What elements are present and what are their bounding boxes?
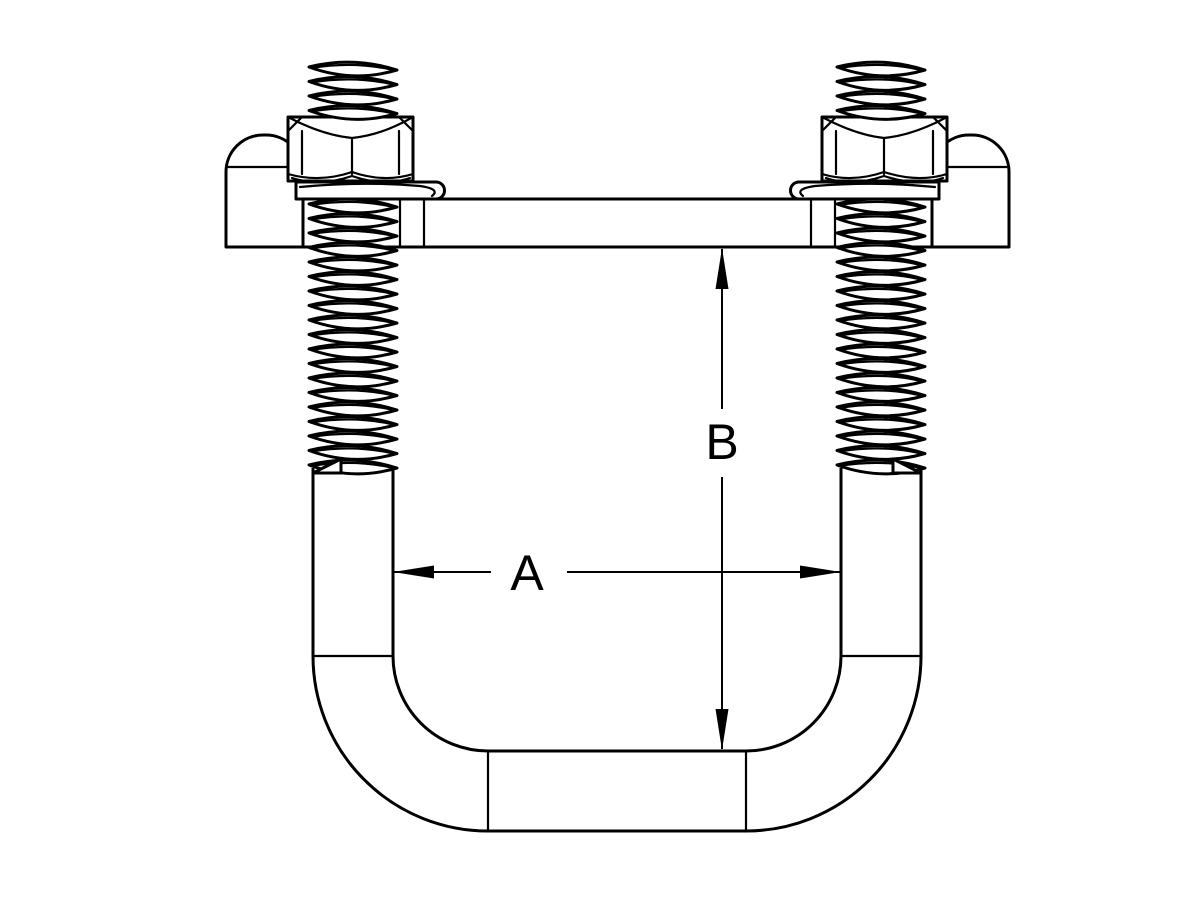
thread-coil	[835, 270, 927, 287]
left-hex-nut	[286, 115, 415, 184]
nut-bottom-chamfer-wave	[286, 170, 415, 180]
thread-coil	[307, 357, 399, 374]
dimension-a: A	[393, 545, 841, 601]
thread-coil	[835, 89, 927, 107]
left-bolt-upper-threads	[307, 60, 399, 121]
thread-coil	[307, 342, 399, 360]
thread-coil	[307, 313, 399, 331]
dimension-b-label: B	[705, 414, 738, 470]
thread-coil	[307, 415, 399, 432]
nut-corner-chamfer	[286, 115, 304, 133]
thread-coil	[307, 255, 399, 273]
right-flange-washer	[789, 180, 941, 201]
dimension-b-arrowhead-top	[715, 248, 729, 289]
thread-coil	[835, 357, 927, 374]
u-bend-outer-curve	[311, 655, 923, 833]
thread-coil	[835, 400, 927, 418]
thread-coil	[835, 371, 927, 389]
washer-flange-curve	[298, 182, 436, 198]
nut-corner-chamfer	[397, 115, 415, 133]
thread-coil	[307, 371, 399, 389]
right-saddle-block	[930, 133, 1011, 249]
thread-coil	[835, 444, 927, 461]
right-hex-nut	[820, 115, 949, 184]
thread-coil	[307, 60, 399, 78]
thread-coil	[307, 444, 399, 461]
thread-coil	[835, 313, 927, 331]
thread-coil	[835, 255, 927, 273]
thread-coil	[835, 328, 927, 345]
thread-coil	[307, 400, 399, 418]
left-flange-washer	[294, 180, 446, 201]
thread-coil	[307, 429, 399, 447]
u-bend	[311, 468, 923, 833]
nut-corner-chamfer	[931, 115, 949, 133]
thread-coil	[835, 60, 927, 78]
washer-body	[294, 180, 446, 201]
thread-coil	[307, 386, 399, 403]
dimension-a-label: A	[510, 545, 544, 601]
thread-coil	[835, 75, 927, 92]
thread-coil	[307, 270, 399, 287]
washer-flange-curve	[799, 182, 937, 198]
thread-coil	[307, 284, 399, 302]
thread-runout-wedge	[311, 457, 343, 475]
thread-coil	[835, 342, 927, 360]
u-bend-inner-curve	[391, 655, 843, 753]
nut-bottom-chamfer-wave	[290, 174, 412, 184]
thread-coil	[835, 429, 927, 447]
thread-coil	[835, 415, 927, 432]
dimension-a-arrowhead-left	[393, 565, 434, 579]
nut-bottom-chamfer-wave	[824, 174, 945, 184]
right-bolt-upper-threads	[835, 60, 927, 121]
right-bolt-lower-threads	[835, 197, 927, 476]
thread-runout-wedge	[891, 457, 923, 475]
thread-coil	[307, 299, 399, 316]
thread-coil	[835, 386, 927, 403]
washer-body	[789, 180, 941, 201]
nut-corner-chamfer	[820, 115, 838, 133]
thread-coil	[307, 75, 399, 92]
thread-coil	[835, 284, 927, 302]
thread-coil	[835, 299, 927, 316]
thread-coil	[307, 328, 399, 345]
left-bolt-lower-threads	[307, 197, 399, 476]
dimension-b-arrowhead-bottom	[715, 709, 729, 750]
dimension-b: B	[705, 248, 739, 750]
nut-bottom-chamfer-wave	[820, 170, 949, 180]
dimension-a-arrowhead-right	[800, 565, 841, 579]
thread-coil	[307, 89, 399, 107]
